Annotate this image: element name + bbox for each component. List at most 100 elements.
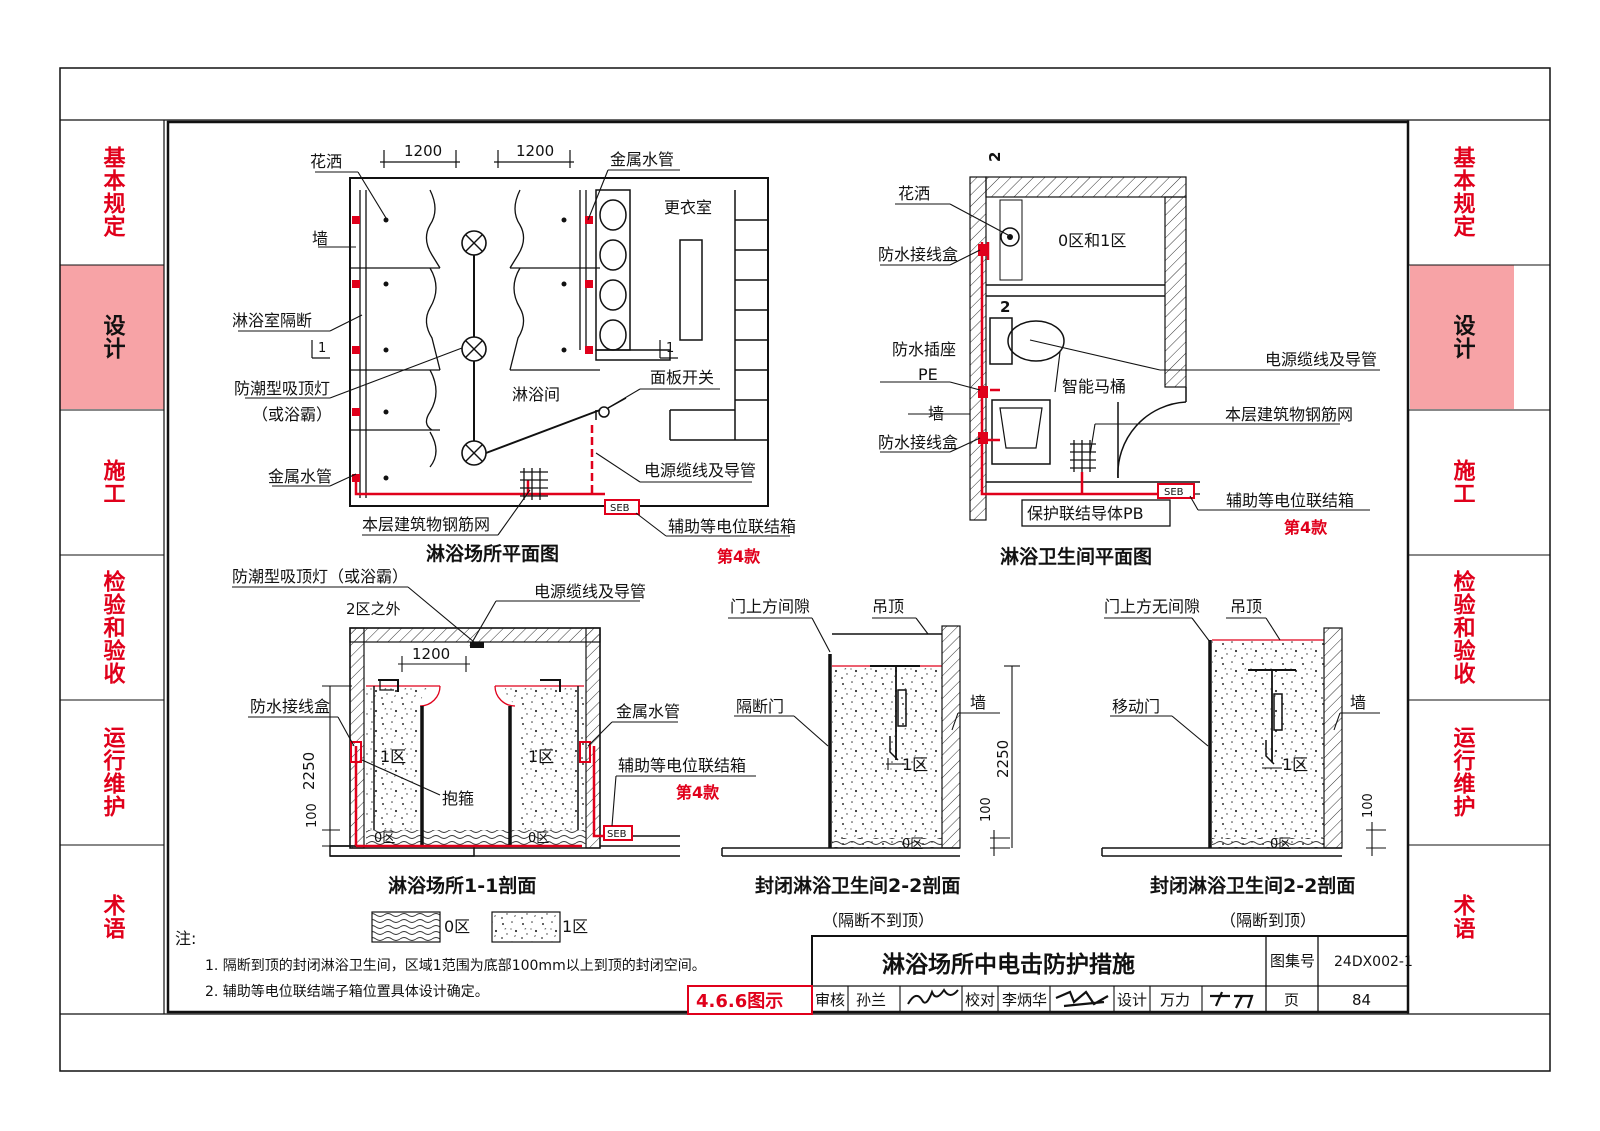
reviewer-signature	[907, 988, 959, 1005]
sec22a-label-ceiling: 吊顶	[872, 597, 904, 616]
bath-label-wp-box2: 防水接线盒	[878, 433, 958, 452]
sec11-zone1b: 1区	[528, 747, 554, 766]
sec11-dim: 1200	[412, 645, 450, 663]
sec22a-h100: 100	[979, 797, 994, 822]
sec11-h100: 100	[305, 803, 320, 828]
bath-label-shower: 花洒	[898, 184, 930, 203]
reviewer: 孙兰	[856, 991, 886, 1009]
tab-operation[interactable]: 运行维护	[99, 726, 125, 818]
sec22a-label-wall: 墙	[970, 693, 986, 712]
sec22b-zone1: 1区	[1282, 755, 1308, 774]
sec22b-label-wall: 墙	[1350, 693, 1366, 712]
tab-terms[interactable]: 术语	[99, 894, 125, 940]
sec11-zone0a: 0区	[374, 831, 395, 846]
bath-label-rebar: 本层建筑物钢筋网	[1225, 405, 1353, 424]
bathroom-plan: SEB 2 2 保护联结导体PB 花洒 0区和1区 防水接线盒 防水插座 PE	[878, 152, 1380, 568]
plan-label-power-cable: 电源缆线及导管	[644, 461, 756, 480]
plan-label-partition: 淋浴室隔断	[232, 311, 312, 330]
sec22b-label-nogap: 门上方无间隙	[1104, 597, 1200, 616]
plan-label-shower: 花洒	[310, 152, 342, 171]
sec11-label-power: 电源缆线及导管	[534, 582, 646, 601]
note-2: 2. 辅助等电位联结端子箱位置具体设计确定。	[205, 983, 489, 1000]
sec11-title: 淋浴场所1-1剖面	[388, 874, 536, 897]
tab-operation-right[interactable]: 运行维护	[1449, 726, 1475, 818]
plan-label-lamp-alt: （或浴霸）	[252, 405, 332, 424]
bath-label-power-cable: 电源缆线及导管	[1265, 350, 1377, 369]
checker-signature	[1055, 990, 1109, 1008]
note-1: 1. 隔断到顶的封闭淋浴卫生间，区域1范围为底部100mm以上到顶的封闭空间。	[205, 957, 706, 974]
review-label: 审核	[815, 991, 845, 1009]
tab-construction-right[interactable]: 施工	[1449, 459, 1475, 505]
sec22a-title: 封闭淋浴卫生间2-2剖面	[755, 874, 960, 897]
bath-label-pb: 保护联结导体PB	[1027, 504, 1144, 523]
bath-plan-title: 淋浴卫生间平面图	[1000, 545, 1152, 568]
legend-zone0: 0区	[444, 917, 470, 936]
bath-seb-label: SEB	[1164, 487, 1184, 498]
sec11-zone1a: 1区	[380, 747, 406, 766]
notes-heading: 注:	[175, 929, 196, 948]
bath-label-toilet: 智能马桶	[1062, 377, 1126, 396]
sec22b-title: 封闭淋浴卫生间2-2剖面	[1150, 874, 1355, 897]
legend-zone1: 1区	[562, 917, 588, 936]
sec11-h2250: 2250	[300, 752, 318, 790]
tab-basic-right[interactable]: 基本规定	[1449, 146, 1475, 238]
sec11-zone0b: 0区	[528, 831, 549, 846]
check-label: 校对	[965, 991, 995, 1009]
sec11-label-lamp: 防潮型吸顶灯（或浴霸）	[232, 567, 408, 586]
plan-label-lamp: 防潮型吸顶灯	[234, 379, 330, 398]
plan-dim1: 1200	[404, 142, 442, 160]
plan-section-mark-right: 1	[666, 341, 674, 356]
bath-section-mark-mid: 2	[1000, 298, 1010, 316]
tab-construction[interactable]: 施工	[99, 459, 125, 505]
plan-title: 淋浴场所平面图	[426, 542, 559, 565]
sec11-label-hoop: 抱箍	[442, 789, 474, 808]
sec11-label-eb-box: 辅助等电位联结箱	[618, 756, 746, 775]
tab-design[interactable]: 设计	[60, 265, 164, 409]
sec22b-subtitle: （隔断到顶）	[1220, 911, 1316, 930]
sec11-label-clause: 第4款	[676, 783, 720, 802]
tab-inspection-right[interactable]: 检验和验收	[1449, 569, 1475, 685]
shower-plan: SEB 1200 1200 1 1	[232, 142, 796, 566]
sec22b-label-door: 移动门	[1112, 697, 1160, 716]
plan-dim2: 1200	[516, 142, 554, 160]
sec22a-subtitle: （隔断不到顶）	[822, 911, 934, 930]
notes: 注: 1. 隔断到顶的封闭淋浴卫生间，区域1范围为底部100mm以上到顶的封闭空…	[175, 929, 706, 1000]
sec22b-h100: 100	[1361, 793, 1376, 818]
page-label: 页	[1284, 991, 1299, 1009]
atlas-number: 24DX002-1	[1334, 954, 1413, 970]
legend: 0区 1区	[371, 911, 588, 943]
section-1-1: SEB 2250 100 1200 1区 1区 0区 0区 防潮型吸顶灯	[232, 567, 756, 897]
plan-label-switch: 面板开关	[650, 368, 714, 387]
tab-basic[interactable]: 基本规定	[99, 146, 125, 238]
sec22a-zone0: 0区	[902, 837, 923, 852]
tab-terms-right[interactable]: 术语	[1449, 894, 1475, 940]
bath-label-clause: 第4款	[1284, 518, 1328, 537]
sec22b-label-ceiling: 吊顶	[1230, 597, 1262, 616]
sec11-seb-label: SEB	[607, 829, 627, 840]
design-label: 设计	[1117, 991, 1147, 1009]
bath-label-wp-socket: 防水插座	[892, 340, 956, 359]
sec22a-label-door: 隔断门	[736, 697, 784, 716]
section-2-2-full: 100 1区 0区 门上方无间隙 吊顶 移动门 墙 封闭淋浴卫生间2-2剖面 （…	[1101, 597, 1386, 930]
plan-label-clause: 第4款	[717, 547, 761, 566]
plan-label-shower-room: 淋浴间	[512, 385, 560, 404]
sec22a-zone1: 1区	[902, 755, 928, 774]
plan-section-mark-left: 1	[318, 341, 326, 356]
designer-signature	[1210, 991, 1254, 1009]
plan-seb-label: SEB	[610, 503, 630, 514]
title-block-title: 淋浴场所中电击防护措施	[882, 951, 1135, 978]
figure-ref: 4.6.6图示	[696, 991, 783, 1012]
plan-label-eb-box: 辅助等电位联结箱	[668, 517, 796, 536]
tab-inspection[interactable]: 检验和验收	[99, 569, 125, 685]
page-number: 84	[1352, 991, 1371, 1009]
section-2-2-partial: 2250 100 1区 0区 门上方间隙 吊顶 隔断门 墙 封闭淋浴卫生间2-2…	[721, 597, 1020, 930]
tab-design-right[interactable]: 设计	[1410, 265, 1514, 409]
plan-label-metal-pipe: 金属水管	[268, 467, 332, 486]
bath-label-pe: PE	[918, 365, 938, 384]
sec22a-h2250: 2250	[994, 740, 1012, 778]
plan-label-wall: 墙	[312, 229, 328, 248]
bath-label-wp-box: 防水接线盒	[878, 245, 958, 264]
checker: 李炳华	[1002, 991, 1047, 1009]
sec11-label-metal-pipe: 金属水管	[616, 702, 680, 721]
